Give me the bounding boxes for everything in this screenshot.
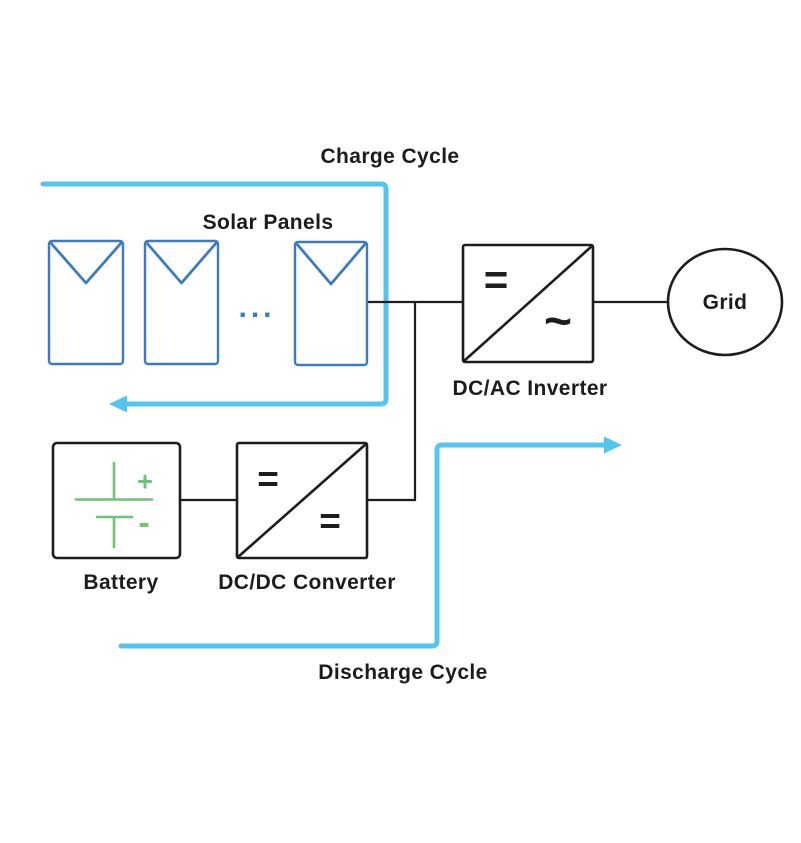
grid-circle — [666, 247, 784, 357]
solar-panel-1 — [47, 239, 125, 366]
panel-v-fold-icon — [294, 242, 368, 286]
battery-box — [51, 441, 182, 560]
charge-cycle-label: Charge Cycle — [320, 145, 460, 168]
battery-minus-sign: - — [138, 504, 150, 542]
converter-diagonal — [237, 443, 367, 558]
dcdc-converter-box — [235, 441, 369, 560]
charge-arrowhead-icon — [109, 395, 127, 413]
solar-panels-label: Solar Panels — [202, 211, 334, 234]
battery-plus-sign: + — [137, 466, 153, 497]
dcac-inverter-box — [461, 243, 595, 364]
discharge-cycle-label: Discharge Cycle — [318, 661, 488, 684]
panel-v-fold-icon — [48, 241, 124, 285]
dcac-ac-symbol: ~ — [543, 295, 573, 348]
dcdc-converter-label: DC/DC Converter — [218, 571, 396, 594]
battery-label: Battery — [83, 571, 159, 594]
discharge-arrowhead-icon — [604, 436, 622, 454]
dcac-inverter-label: DC/AC Inverter — [452, 377, 608, 400]
inverter-diagonal — [463, 245, 593, 362]
battery-cell-icon — [74, 461, 154, 549]
dcdc-dc-symbol-top: = — [257, 458, 279, 500]
charge-cycle-arrow — [40, 181, 389, 413]
grid-label: Grid — [702, 291, 748, 314]
dcac-dc-symbol: = — [483, 256, 509, 303]
solar-panel-3 — [293, 240, 369, 367]
discharge-cycle-arrow — [118, 436, 622, 649]
solar-panel-2 — [143, 239, 220, 366]
dcdc-dc-symbol-bottom: = — [319, 500, 341, 542]
solar-panels-ellipsis: ... — [238, 291, 276, 324]
panel-v-fold-icon — [144, 241, 219, 285]
wire-junction-to-converter — [368, 302, 417, 502]
